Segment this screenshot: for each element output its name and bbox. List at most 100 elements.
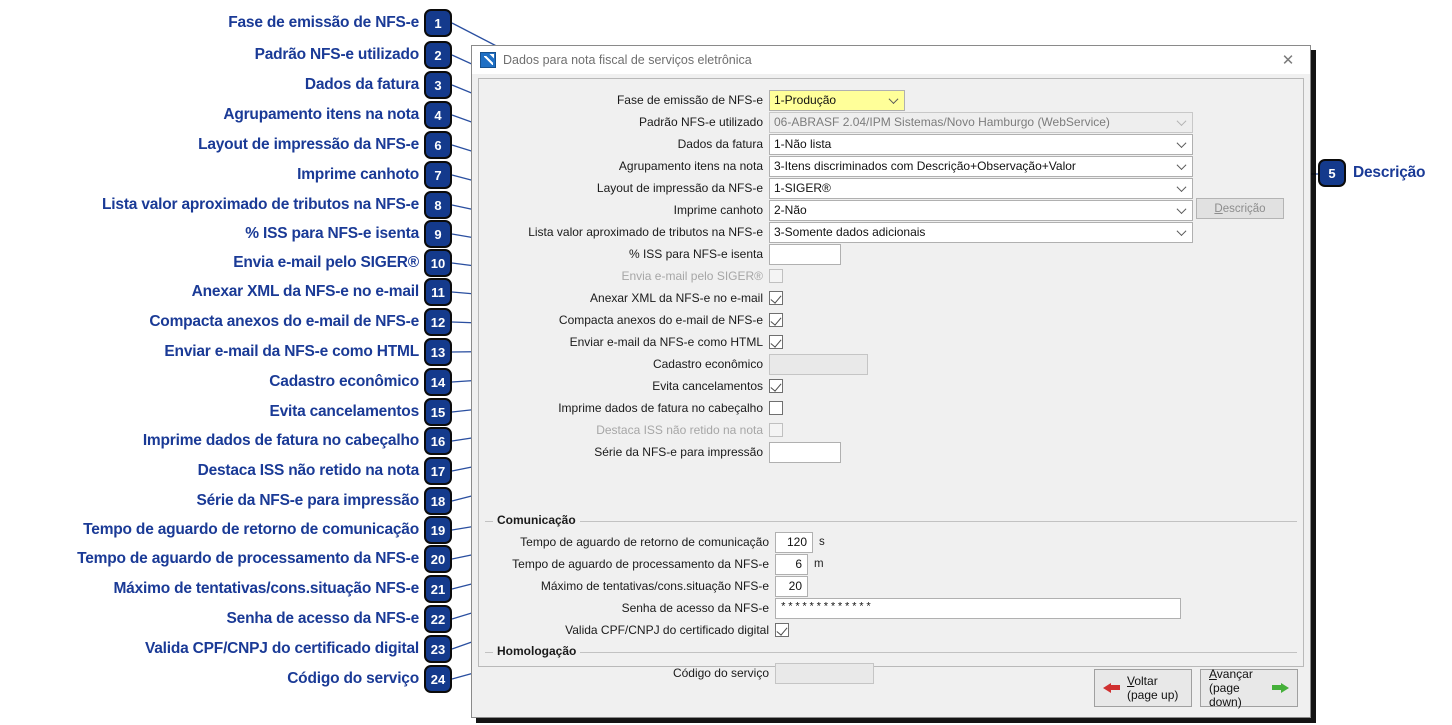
select-value: 06-ABRASF 2.04/IPM Sistemas/Novo Hamburg… (774, 115, 1110, 129)
voltar-label-line1: Voltar (1127, 674, 1158, 688)
callout-badge: 16 (424, 427, 452, 455)
field-label: Destaca ISS não retido na nota (596, 423, 763, 437)
callout-10: Envia e-mail pelo SIGER®10 (0, 249, 452, 277)
voltar-label-line2: (page up) (1127, 688, 1179, 702)
field-unit: s (819, 536, 825, 548)
callout-label: Código do serviço (287, 670, 419, 687)
select-value: 1-SIGER® (774, 181, 831, 195)
callout-badge: 2 (424, 41, 452, 69)
callout-label: Cadastro econômico (269, 373, 419, 390)
avancar-button[interactable]: Avançar (page down) (1200, 667, 1298, 709)
select-value: 3-Somente dados adicionais (774, 225, 926, 239)
input-com-3[interactable]: ************* (775, 597, 1181, 619)
field-label: Máximo de tentativas/cons.situação NFS-e (540, 579, 769, 593)
close-icon[interactable]: ✕ (1281, 51, 1295, 69)
comunicacao-rows: Tempo de aguardo de retorno de comunicaç… (485, 522, 1297, 641)
callout-label: Anexar XML da NFS-e no e-mail (191, 283, 420, 300)
callout-badge: 1 (424, 9, 452, 37)
callout-label: Lista valor aproximado de tributos na NF… (102, 196, 419, 213)
select-main-3[interactable]: 3-Itens discriminados com Descrição+Obse… (769, 155, 1193, 177)
checkbox-main-8 (769, 269, 783, 283)
select-main-4[interactable]: 1-SIGER® (769, 177, 1193, 199)
form-row-main-9: Anexar XML da NFS-e no e-mail (479, 287, 1303, 309)
checkbox-main-11[interactable] (769, 335, 783, 349)
callout-label: Tempo de aguardo de processamento da NFS… (77, 550, 419, 567)
arrow-left-icon (1103, 680, 1121, 696)
avancar-label-line2: (page down) (1209, 681, 1242, 709)
callout-label: Evita cancelamentos (269, 403, 419, 420)
checkbox-com-4[interactable] (775, 623, 789, 637)
checkbox-main-9[interactable] (769, 291, 783, 305)
form-row-main-14: Imprime dados de fatura no cabeçalho (479, 397, 1303, 419)
group-homologacao: Homologação Código do serviço (485, 644, 1297, 684)
form-row-com-0: Tempo de aguardo de retorno de comunicaç… (485, 531, 1297, 553)
input-main-7[interactable] (769, 243, 841, 265)
callout-badge: 17 (424, 457, 452, 485)
checkbox-main-10[interactable] (769, 313, 783, 327)
field-label: Anexar XML da NFS-e no e-mail (590, 291, 763, 305)
voltar-button[interactable]: Voltar (page up) (1094, 669, 1192, 707)
field-label: Compacta anexos do e-mail de NFS-e (558, 313, 763, 327)
callout-label: Destaca ISS não retido na nota (197, 462, 420, 479)
callout-badge: 12 (424, 308, 452, 336)
form-row-main-6: Lista valor aproximado de tributos na NF… (479, 221, 1303, 243)
callout-badge: 4 (424, 101, 452, 129)
callout-label: Envia e-mail pelo SIGER® (233, 254, 419, 271)
field-label: Evita cancelamentos (652, 379, 763, 393)
callout-badge: 23 (424, 635, 452, 663)
callout-badge: 21 (424, 575, 452, 603)
nfse-app-icon (480, 51, 496, 68)
callout-label: Valida CPF/CNPJ do certificado digital (144, 640, 419, 657)
field-label: Código do serviço (672, 666, 769, 680)
field-label: Senha de acesso da NFS-e (621, 601, 769, 615)
input-com-1[interactable]: 6 (775, 553, 808, 575)
arrow-right-icon (1271, 680, 1289, 696)
input-main-12 (769, 353, 868, 375)
checkbox-main-14[interactable] (769, 401, 783, 415)
field-label: Tempo de aguardo de retorno de comunicaç… (520, 535, 769, 549)
callout-label: Compacta anexos do e-mail de NFS-e (149, 313, 419, 330)
field-label: Agrupamento itens na nota (618, 159, 763, 173)
chevron-down-icon (1178, 227, 1187, 236)
descricao-button[interactable]: Descrição (1196, 198, 1284, 219)
callout-badge: 6 (424, 131, 452, 159)
select-main-5[interactable]: 2-Não (769, 199, 1193, 221)
input-com-0[interactable]: 120 (775, 531, 813, 553)
checkbox-main-13[interactable] (769, 379, 783, 393)
input-com-2[interactable]: 20 (775, 575, 808, 597)
chevron-down-icon (1178, 183, 1187, 192)
field-label: Série da NFS-e para impressão (594, 445, 763, 459)
field-label: % ISS para NFS-e isenta (628, 247, 763, 261)
input-main-16[interactable] (769, 441, 841, 463)
select-main-2[interactable]: 1-Não lista (769, 133, 1193, 155)
callout-badge: 9 (424, 220, 452, 248)
checkbox-main-15 (769, 423, 783, 437)
group-comunicacao: Comunicação Tempo de aguardo de retorno … (485, 513, 1297, 641)
field-label: Imprime canhoto (673, 203, 763, 217)
callout-label: Agrupamento itens na nota (223, 106, 419, 123)
chevron-down-icon (1178, 161, 1187, 170)
form-row-main-15: Destaca ISS não retido na nota (479, 419, 1303, 441)
select-main-0[interactable]: 1-Produção (769, 89, 905, 111)
chevron-down-icon (890, 95, 899, 104)
dialog-title: Dados para nota fiscal de serviços eletr… (503, 52, 752, 67)
form-row-main-5: Imprime canhoto 2-Não (479, 199, 1303, 221)
callout-badge: 13 (424, 338, 452, 366)
select-main-6[interactable]: 3-Somente dados adicionais (769, 221, 1193, 243)
callout-label: Enviar e-mail da NFS-e como HTML (164, 343, 419, 360)
callout-8: Lista valor aproximado de tributos na NF… (0, 191, 452, 219)
descricao-button-label: Descrição (1214, 202, 1266, 215)
callout-badge: 24 (424, 665, 452, 693)
group-comunicacao-title: Comunicação (493, 513, 580, 527)
callout-badge: 22 (424, 605, 452, 633)
form-row-main-16: Série da NFS-e para impressão (479, 441, 1303, 463)
select-value: 3-Itens discriminados com Descrição+Obse… (774, 159, 1076, 173)
